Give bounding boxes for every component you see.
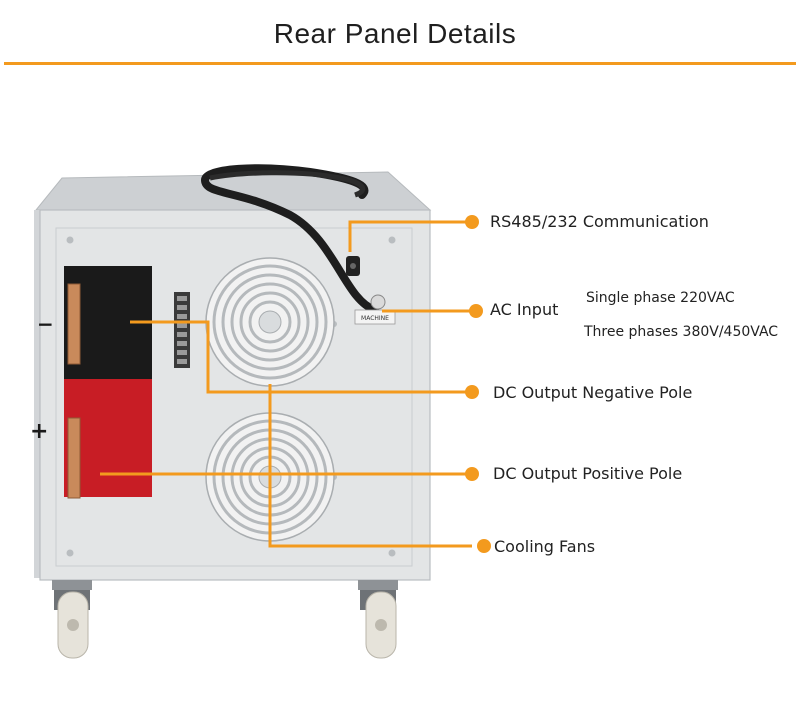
ac-input-plate	[354, 309, 396, 325]
callout-ac-input: AC Input	[490, 300, 559, 319]
dot-fans	[477, 539, 491, 553]
callout-dc-positive: DC Output Positive Pole	[493, 464, 683, 483]
note-three-phase: Three phases 380V/450VAC	[584, 324, 779, 340]
panel-inner-frame	[55, 227, 413, 567]
positive-sign: +	[30, 419, 48, 444]
leader-comm	[348, 220, 472, 252]
callout-leaders	[100, 220, 472, 548]
callout-dc-negative: DC Output Negative Pole	[493, 383, 693, 402]
note-single-phase: Single phase 220VAC	[586, 290, 735, 306]
dot-ac	[469, 304, 483, 318]
caster-wheel-icon	[358, 580, 398, 659]
ac-input-plate-label: MACHINE	[361, 315, 389, 322]
negative-sign: −	[37, 312, 54, 336]
comm-terminal-strip	[174, 292, 190, 368]
fan-grille-icon	[205, 257, 335, 387]
page-title: Rear Panel Details	[273, 18, 517, 49]
title-rule	[4, 62, 796, 65]
negative-busbar	[67, 283, 81, 365]
dot-comm	[465, 215, 479, 229]
callout-dots	[465, 215, 491, 553]
caster-wheel-icon	[52, 580, 92, 659]
dot-dc-negative	[465, 385, 479, 399]
callout-comm: RS485/232 Communication	[490, 212, 709, 231]
positive-busbar	[67, 417, 81, 499]
ac-input-gland	[370, 294, 386, 310]
dot-dc-positive	[465, 467, 479, 481]
leader-dc-negative	[130, 320, 472, 394]
callout-cooling-fans: Cooling Fans	[494, 537, 596, 556]
leader-fans	[268, 384, 472, 548]
power-cable-loop	[209, 170, 366, 198]
comm-port-pin	[350, 263, 356, 269]
cabinet-side	[34, 210, 42, 578]
